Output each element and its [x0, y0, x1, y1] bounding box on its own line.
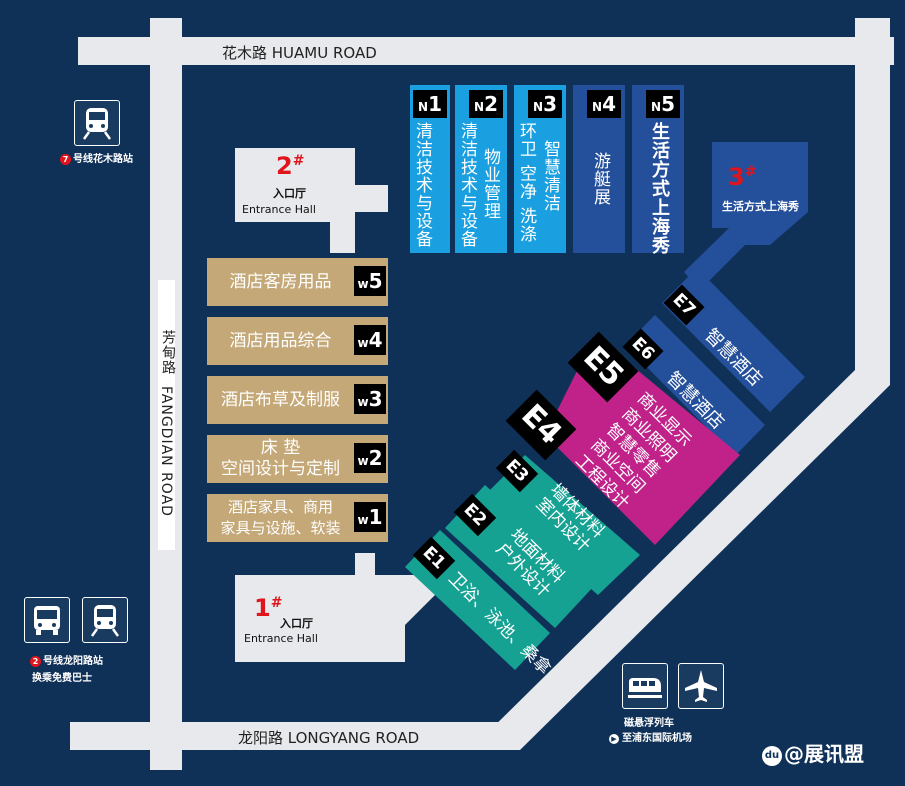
entrance-1-label-en: Entrance Hall [244, 632, 318, 645]
hall-e3-block [485, 455, 640, 595]
maglev-text: 磁悬浮列车 [624, 718, 674, 729]
longyang-road-label: 龙阳路 LONGYANG ROAD [238, 729, 420, 747]
entrance-1-number: 1# [254, 594, 283, 622]
maglev-train-icon [622, 663, 668, 709]
hall-n3-label: N3 [528, 90, 562, 118]
hall-n1-text: 清洁技术与设备 [412, 122, 432, 248]
fangdian-inner-strip [158, 280, 175, 550]
watermark: du@展讯盟 [762, 738, 864, 767]
hall-n2-label: N2 [469, 90, 503, 118]
huamu-road [78, 37, 894, 65]
hall-n2-text-2: 物业管理 [480, 148, 500, 220]
hall-w5: 酒店客房用品 w5 [207, 258, 388, 306]
entrance-2-building [235, 148, 388, 253]
entrance-3-number: 3# [728, 163, 757, 191]
entrance-2-label-en: Entrance Hall [242, 203, 316, 216]
hall-n4-text: 游艇展 [590, 152, 610, 206]
hall-n2-text: 清洁技术与设备 [457, 122, 477, 248]
entrance-1-building [235, 553, 440, 662]
hall-w4: 酒店用品综合 w4 [207, 317, 388, 365]
airport-text: ▶至浦东国际机场 [609, 729, 692, 744]
fangdian-road-en-label: FANGDIAN ROAD [158, 386, 174, 517]
plane-glyph [685, 670, 717, 702]
metro-7-line-badge: 7 [60, 153, 71, 165]
hall-w2: 床 垫 空间设计与定制 w2 [207, 435, 388, 483]
metro-7-train-icon [74, 100, 120, 146]
hall-w1-text: 酒店家具、商用 家具与设施、软装 [220, 498, 341, 537]
entrance-3-label: 生活方式上海秀 [722, 200, 799, 213]
hall-w5-label: w5 [354, 266, 386, 296]
entrance-2-label-cn: 入口厅 [273, 187, 306, 200]
hall-n5-text: 生活方式上海秀 [649, 122, 670, 255]
hall-w5-text: 酒店客房用品 [229, 271, 332, 292]
hall-w1: 酒店家具、商用 家具与设施、软装 w1 [207, 494, 388, 542]
hall-w3-text: 酒店布草及制服 [221, 389, 340, 410]
hall-n3-text: 环卫 空净 洗涤 [516, 122, 536, 243]
metro-2-line-badge: 2 [30, 655, 41, 667]
bus-glyph [34, 606, 60, 635]
entrance-3-building [684, 142, 808, 290]
hall-n4-label: N4 [587, 90, 621, 118]
watermark-logo-icon: du [762, 745, 782, 766]
entrance-1-label-cn: 入口厅 [280, 617, 313, 630]
hall-n3-text-2: 智慧清洁 [540, 140, 560, 212]
entrance-2-number: 2# [276, 152, 305, 180]
metro-2-train-icon [82, 597, 128, 643]
huamu-road-label: 花木路 HUAMU ROAD [222, 44, 377, 62]
hall-w3-label: w3 [354, 384, 386, 414]
hall-w4-text: 酒店用品综合 [229, 330, 332, 351]
hall-w3: 酒店布草及制服 w3 [207, 376, 388, 424]
hall-w2-text: 床 垫 空间设计与定制 [221, 438, 340, 479]
hall-w2-label: w2 [354, 443, 386, 473]
airport-plane-icon [678, 663, 724, 709]
metro-train-glyph [82, 108, 112, 140]
bus-icon [24, 597, 70, 643]
hall-w1-label: w1 [354, 502, 386, 532]
hall-w4-label: w4 [354, 325, 386, 355]
maglev-glyph [628, 678, 662, 698]
hall-n5-label: N5 [646, 90, 680, 118]
play-arrow-icon: ▶ [609, 734, 619, 744]
metro-train-glyph-2 [90, 605, 120, 637]
free-bus-text: 换乘免费巴士 [32, 673, 92, 684]
hall-n1-label: N1 [413, 90, 447, 118]
longyang-road [70, 722, 520, 750]
fangdian-road-cn-label: 芳甸路 [160, 330, 176, 375]
